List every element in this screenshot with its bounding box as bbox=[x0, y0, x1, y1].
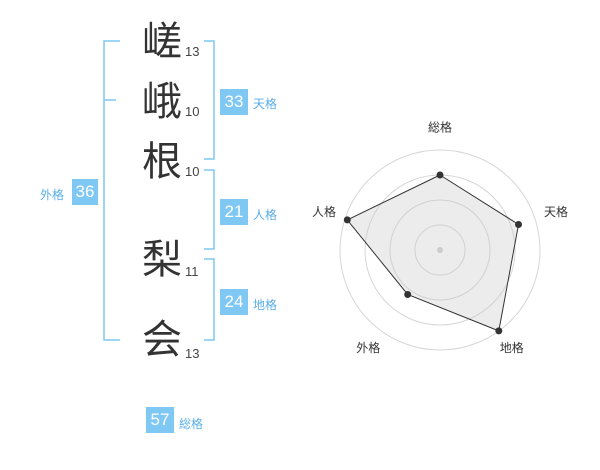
gaikaku-label: 外格 bbox=[40, 188, 65, 202]
chikaku-label: 地格 bbox=[253, 298, 278, 312]
radar-axis-label-4: 外格 bbox=[356, 340, 380, 355]
radar-point-5 bbox=[343, 216, 351, 224]
stroke-count-3: 10 bbox=[185, 164, 200, 179]
gaikaku-bracket bbox=[103, 40, 120, 341]
stroke-count-4: 11 bbox=[185, 264, 199, 279]
radar-point-2 bbox=[515, 221, 522, 228]
soukaku-label: 総格 bbox=[179, 417, 204, 431]
name-char-2: 峨 bbox=[142, 79, 182, 125]
jinkaku-bracket bbox=[204, 169, 215, 250]
name-char-3: 根 bbox=[142, 139, 182, 185]
name-char-5: 会 bbox=[142, 317, 182, 363]
gaikaku-value: 36 bbox=[72, 179, 98, 205]
tenkaku-value: 33 bbox=[220, 89, 248, 115]
radar-center-dot bbox=[437, 247, 443, 253]
jinkaku-label: 人格 bbox=[253, 208, 278, 222]
radar-axis-label-2: 天格 bbox=[544, 204, 568, 219]
radar-ring-1 bbox=[414, 224, 466, 276]
soukaku-value: 57 bbox=[146, 407, 174, 433]
radar-point-4 bbox=[404, 291, 412, 298]
stroke-count-1: 13 bbox=[185, 44, 200, 59]
chikaku-value: 24 bbox=[220, 289, 248, 315]
radar-axis-label-3: 地格 bbox=[500, 340, 524, 355]
radar-point-1 bbox=[436, 171, 444, 179]
jinkaku-value: 21 bbox=[220, 199, 248, 225]
radar-data-polygon bbox=[346, 174, 520, 332]
name-char-4: 梨 bbox=[142, 237, 182, 283]
tenkaku-label: 天格 bbox=[253, 97, 278, 111]
radar-point-3 bbox=[495, 327, 503, 335]
radar-ring-2 bbox=[389, 199, 491, 301]
stroke-count-2: 10 bbox=[185, 104, 200, 119]
radar-axis-label-1: 総格 bbox=[428, 120, 452, 135]
stroke-count-5: 13 bbox=[185, 346, 200, 361]
name-char-1: 嵯 bbox=[142, 19, 182, 65]
tenkaku-bracket bbox=[204, 40, 215, 160]
radar-axis-label-5: 人格 bbox=[312, 204, 336, 219]
chikaku-bracket bbox=[204, 258, 215, 341]
